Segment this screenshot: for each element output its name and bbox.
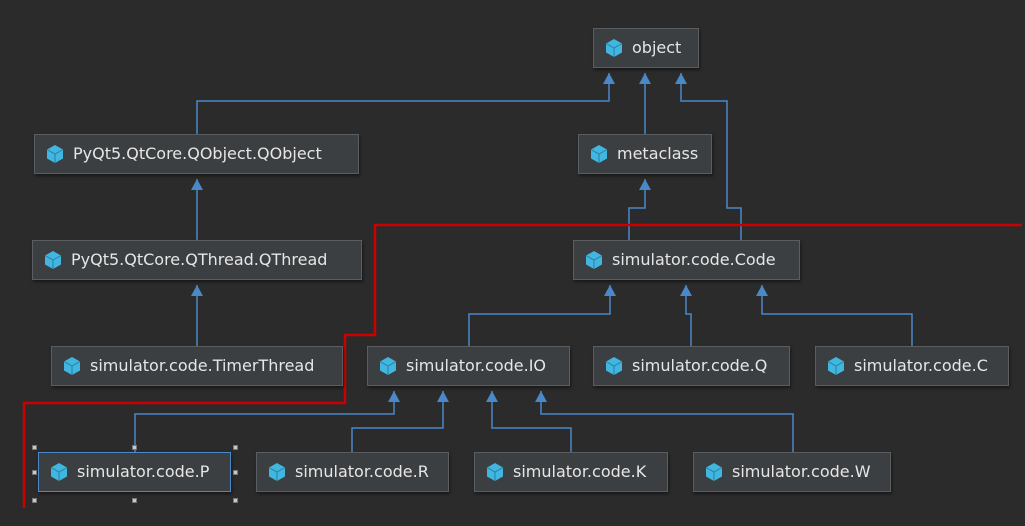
edge-w-to-io (540, 391, 794, 452)
class-node-qthread[interactable]: PyQt5.QtCore.QThread.QThread (32, 240, 362, 280)
arrow-head (191, 285, 203, 296)
class-node-label: simulator.code.W (732, 462, 871, 481)
arrow-head (437, 391, 449, 402)
arrow-head (603, 73, 615, 84)
edge-code-to-object (680, 73, 742, 240)
arrow-head (639, 73, 651, 84)
selection-handle[interactable] (32, 498, 37, 503)
class-icon (44, 251, 62, 269)
class-node-object[interactable]: object (593, 28, 699, 68)
arrow-head (604, 285, 616, 296)
arrow-head (191, 179, 203, 190)
class-icon (63, 357, 81, 375)
arrow-head (535, 391, 547, 402)
selection-handle[interactable] (132, 445, 137, 450)
class-icon (827, 357, 845, 375)
class-node-timerthread[interactable]: simulator.code.TimerThread (51, 346, 343, 386)
class-node-code[interactable]: simulator.code.Code (573, 240, 800, 280)
selection-handle[interactable] (32, 445, 37, 450)
selection-handle[interactable] (233, 445, 238, 450)
class-node-label: simulator.code.IO (406, 356, 546, 375)
class-node-label: metaclass (617, 144, 699, 163)
class-node-label: PyQt5.QtCore.QObject.QObject (73, 144, 322, 163)
annotation-red-line (22, 223, 1022, 508)
class-node-label: simulator.code.K (513, 462, 647, 481)
class-node-q[interactable]: simulator.code.Q (593, 346, 790, 386)
arrow-head (486, 391, 498, 402)
edge-qobject-to-object (196, 73, 610, 134)
class-icon (705, 463, 723, 481)
edge-p-to-io (134, 391, 395, 452)
class-node-qobject[interactable]: PyQt5.QtCore.QObject.QObject (34, 134, 359, 174)
class-node-k[interactable]: simulator.code.K (474, 452, 668, 492)
selection-handle[interactable] (132, 498, 137, 503)
class-node-label: PyQt5.QtCore.QThread.QThread (71, 250, 328, 269)
edge-c-to-code (761, 285, 913, 346)
class-node-label: simulator.code.R (295, 462, 429, 481)
class-node-label: simulator.code.Q (632, 356, 768, 375)
selection-handle[interactable] (233, 470, 238, 475)
edge-io-to-code (468, 285, 611, 346)
arrow-head (756, 285, 768, 296)
class-node-io[interactable]: simulator.code.IO (367, 346, 570, 386)
edge-r-to-io (351, 391, 444, 452)
class-icon (268, 463, 286, 481)
class-node-label: simulator.code.P (77, 462, 210, 481)
class-node-label: simulator.code.C (854, 356, 988, 375)
arrow-head (639, 179, 651, 190)
class-node-r[interactable]: simulator.code.R (256, 452, 449, 492)
edge-q-to-code (685, 285, 692, 346)
class-icon (46, 145, 64, 163)
class-node-metaclass[interactable]: metaclass (578, 134, 712, 174)
class-icon (50, 463, 68, 481)
class-icon (486, 463, 504, 481)
class-node-w[interactable]: simulator.code.W (693, 452, 891, 492)
class-node-label: object (632, 38, 682, 57)
selection-handle[interactable] (233, 498, 238, 503)
arrow-head (388, 391, 400, 402)
class-icon (605, 357, 623, 375)
class-icon (590, 145, 608, 163)
class-node-label: simulator.code.TimerThread (90, 356, 315, 375)
class-icon (585, 251, 603, 269)
class-node-label: simulator.code.Code (612, 250, 776, 269)
class-node-p[interactable]: simulator.code.P (38, 452, 231, 492)
arrow-head (675, 73, 687, 84)
edge-k-to-io (491, 391, 572, 452)
class-node-c[interactable]: simulator.code.C (815, 346, 1009, 386)
class-icon (605, 39, 623, 57)
arrow-head (680, 285, 692, 296)
class-icon (379, 357, 397, 375)
selection-handle[interactable] (32, 470, 37, 475)
